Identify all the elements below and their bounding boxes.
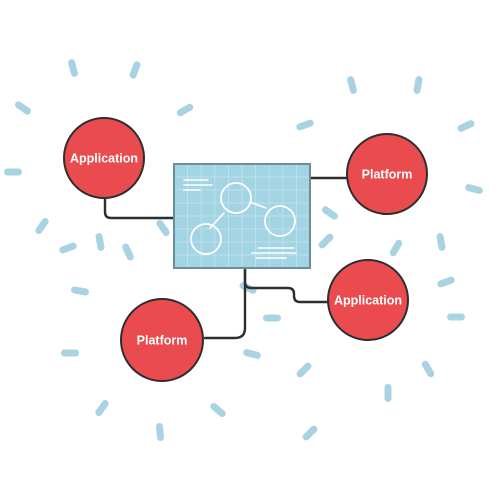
decorative-dash [413,76,423,94]
decorative-dash [71,286,89,296]
board-circle [264,205,296,237]
node-platform-top-right: Platform [346,133,428,215]
decorative-dash [296,119,314,131]
decorative-dash [95,233,105,251]
node-circle [327,259,409,341]
decorative-dash [129,61,141,79]
board-grid [175,165,309,267]
decorative-dash [321,206,339,220]
blueprint-board-icon [173,163,311,269]
node-label: Platform [137,334,188,348]
decorative-dash [302,425,318,441]
decorative-dash [68,59,78,77]
decorative-dash [436,233,446,251]
decorative-dash [437,276,455,288]
node-circle [63,117,145,199]
node-platform-bottom-left: Platform [120,298,204,382]
decorative-dash [35,217,49,235]
decorative-dash [59,242,77,254]
connector-platform-bottom-left [203,268,247,340]
node-circle [346,133,428,215]
node-application-top-left: Application [63,117,145,199]
decorative-dash [384,384,392,402]
decorative-dash [347,76,357,94]
board-circle [190,223,222,255]
decorative-dash [210,402,226,418]
decorative-dash [176,103,194,117]
decorative-dash [156,219,170,237]
decorative-dash [421,360,435,378]
decorative-dash [243,349,261,359]
decorative-dash [61,349,79,357]
board-link-line [249,201,267,209]
node-circle [120,298,204,382]
decorative-dash [95,399,109,417]
decorative-dash [4,168,22,176]
decorative-dash [389,239,403,257]
node-label: Application [70,152,138,166]
decorative-dash [14,101,32,115]
decorative-dash [465,184,483,194]
connector-application-bottom-right [243,266,332,304]
node-label: Platform [362,168,413,182]
board-circle [220,182,252,214]
decorative-dash [447,313,465,321]
board-drawing [183,179,297,259]
node-application-bottom-right: Application [327,259,409,341]
decorative-dash [296,362,312,378]
connector-application-top-left [103,196,180,220]
decorative-dash [156,423,164,441]
decorative-dash [263,314,281,322]
node-label: Application [334,294,402,308]
decorative-dash [318,233,334,249]
decorative-dash [122,243,134,261]
decorative-dash [457,120,475,132]
